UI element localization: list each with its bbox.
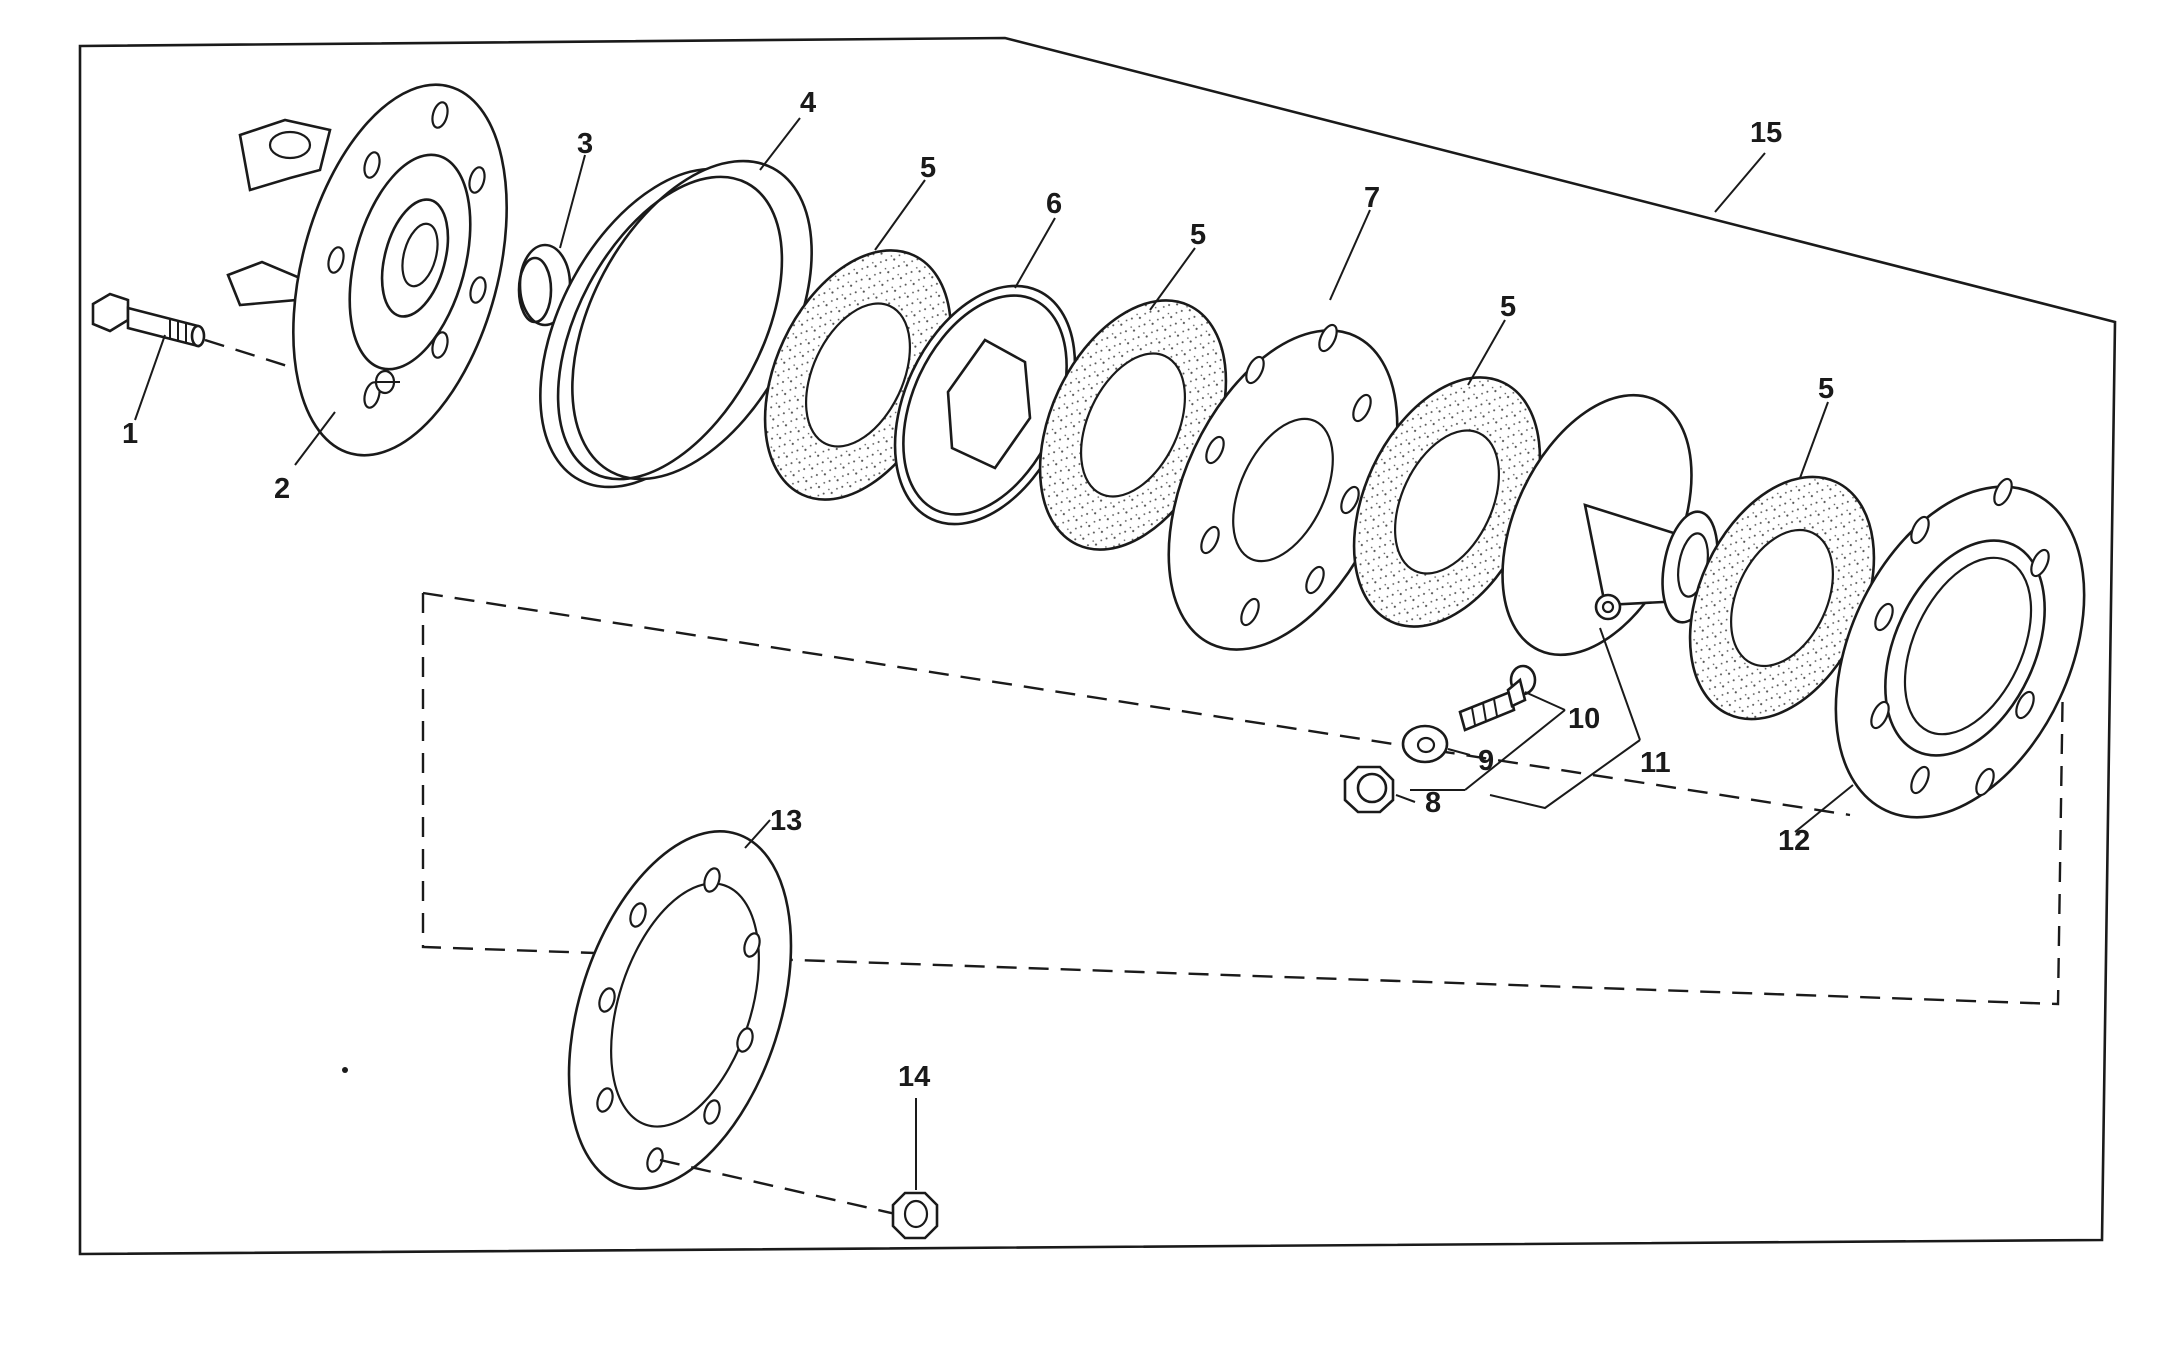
part-7-pressure-plate: [1167, 323, 1399, 651]
callout-7: 7: [1364, 182, 1380, 214]
part-1-bolt: [91, 292, 206, 348]
callout-4: 4: [800, 87, 816, 119]
callout-5-a: 5: [920, 152, 936, 184]
callout-5-c: 5: [1500, 291, 1516, 323]
leader-lines: [134, 117, 1854, 1190]
callout-14: 14: [898, 1061, 930, 1093]
callout-5-d: 5: [1818, 373, 1834, 405]
part-12-ring-flange: [1834, 477, 2086, 819]
callout-3: 3: [577, 128, 593, 160]
callout-5-b: 5: [1190, 219, 1206, 251]
part-2-flange-yoke: [226, 83, 508, 457]
assembly-boundary: [78, 36, 2117, 1256]
hardware-group-box-top: [422, 591, 1851, 817]
callout-13: 13: [770, 805, 802, 837]
part-5-friction-disc-3: [1352, 376, 1542, 628]
callout-2: 2: [274, 473, 290, 505]
part-14-nut-path: [659, 1158, 901, 1217]
callout-10: 10: [1568, 703, 1600, 735]
part-8-nut: [1343, 765, 1395, 814]
callout-12: 12: [1778, 825, 1810, 857]
hardware-group-box: [421, 593, 2065, 1006]
part-4-drum: [539, 159, 813, 489]
callout-6: 6: [1046, 188, 1062, 220]
callout-1: 1: [122, 418, 138, 450]
part-9-washer: [1401, 724, 1449, 764]
part-10-screw: [1458, 664, 1537, 732]
part-1-bolt-path: [204, 338, 301, 372]
part-13-gasket-ring: [567, 830, 793, 1190]
callout-15: 15: [1750, 117, 1782, 149]
callout-11: 11: [1640, 747, 1671, 779]
part-5-friction-disc-4: [1688, 475, 1876, 721]
callout-9: 9: [1478, 745, 1494, 777]
part-14-nut: [891, 1191, 939, 1240]
part-6-hex-plate: [893, 284, 1077, 526]
part-11-hub: [1501, 393, 1719, 657]
part-3-ring: [517, 243, 572, 327]
callout-8: 8: [1425, 787, 1441, 819]
stray-mark: [342, 1067, 348, 1073]
